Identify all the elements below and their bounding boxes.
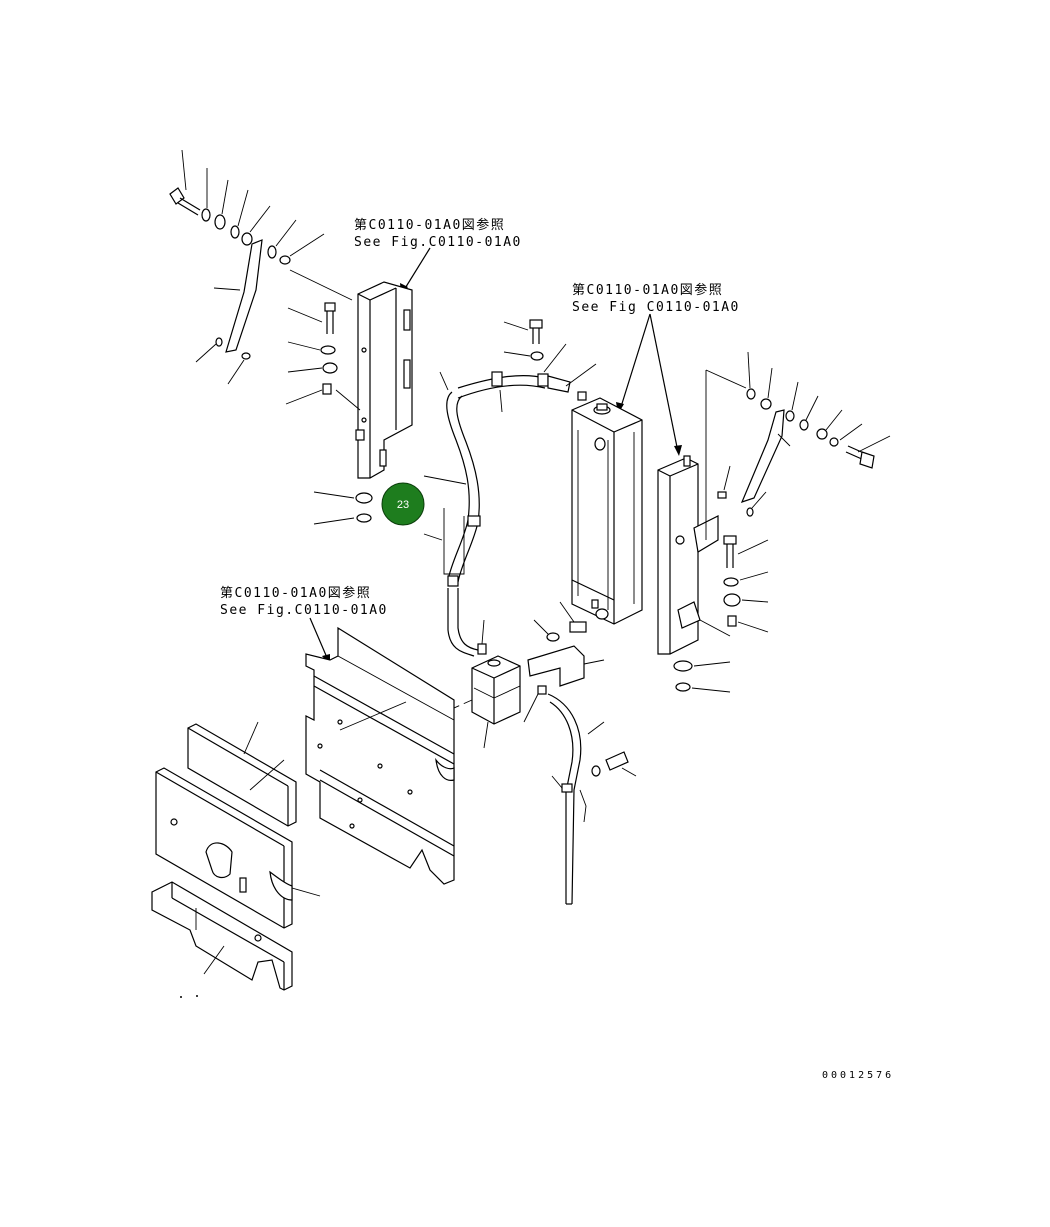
small-marks (180, 995, 198, 998)
upper-coolant-hose (423, 343, 597, 587)
right-upper-fastener-stack (746, 351, 891, 469)
right-stay-bracket (717, 409, 791, 517)
reference-jp: 第C0110-01A0図参照 (354, 217, 505, 233)
left-shroud-fasteners (285, 302, 338, 405)
left-bottom-washers (313, 491, 373, 525)
reference-en: See Fig.C0110-01A0 (354, 235, 522, 250)
hose-clamp-bolt (503, 319, 544, 361)
right-shroud-panel (657, 369, 747, 655)
reference-jp: 第C0110-01A0図参照 (572, 282, 723, 298)
drawing-number: 00012576 (822, 1070, 894, 1081)
reference-jp: 第C0110-01A0図参照 (220, 585, 371, 601)
callout-number: 23 (397, 499, 409, 511)
overflow-hose (523, 685, 637, 905)
seal-pad-upper (187, 721, 297, 827)
right-shroud-fasteners (673, 535, 769, 693)
reserve-tank (471, 619, 521, 749)
tank-hose (447, 588, 479, 657)
highlighted-callout[interactable]: 23 (381, 482, 425, 526)
reference-note-radiator: 第C0110-01A0図参照 See Fig C0110-01A0 (572, 282, 740, 315)
seal-pad-lower (151, 881, 293, 991)
left-upper-fastener-stack (169, 149, 325, 265)
radiator-bottom-fasteners (533, 601, 587, 642)
radiator-core (571, 397, 643, 625)
seal-pad-middle (155, 759, 321, 929)
lower-mounting-plate (305, 626, 455, 885)
reference-en: See Fig C0110-01A0 (572, 300, 740, 315)
left-stay-bracket (195, 239, 263, 385)
reserve-tank-bracket (527, 645, 605, 687)
reference-note-left-shroud: 第C0110-01A0図参照 See Fig.C0110-01A0 (354, 217, 522, 250)
reference-en: See Fig.C0110-01A0 (220, 603, 388, 618)
left-shroud-panel (289, 269, 413, 479)
reference-note-lower-panel: 第C0110-01A0図参照 See Fig.C0110-01A0 (220, 585, 388, 618)
